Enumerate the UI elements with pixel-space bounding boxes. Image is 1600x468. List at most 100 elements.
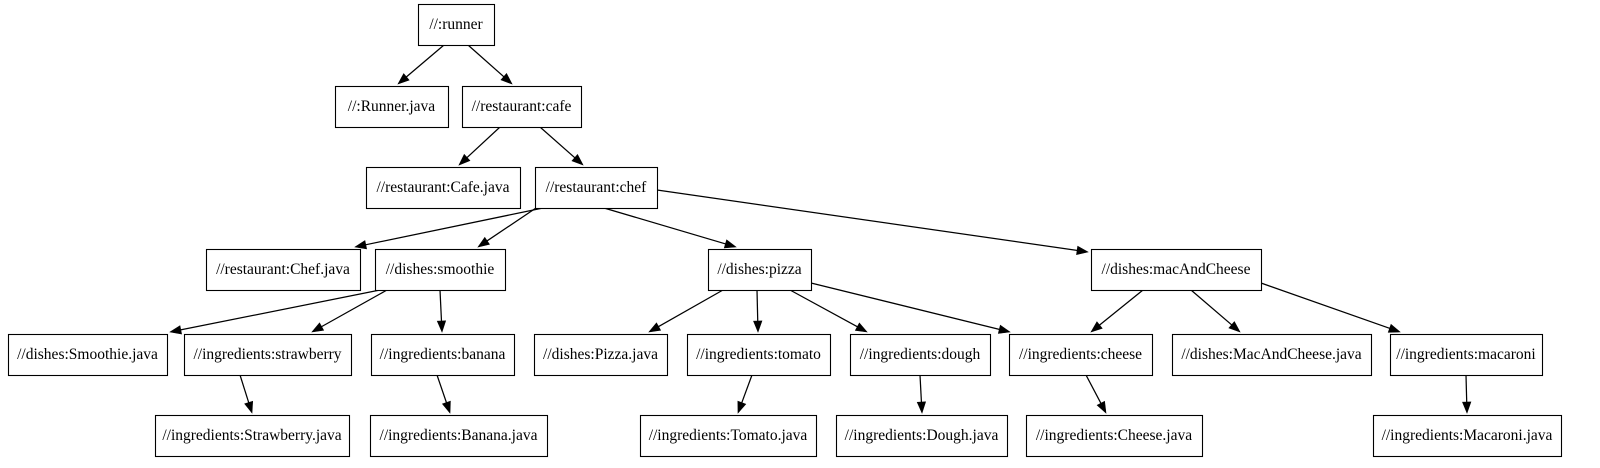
edge-arrowhead-icon [354,240,368,250]
node-label: //dishes:Pizza.java [543,346,658,363]
node-ing_tomato[interactable]: //ingredients:tomato [686,333,832,377]
node-runner_java[interactable]: //:Runner.java [334,85,450,129]
node-label: //dishes:MacAndCheese.java [1181,346,1361,363]
node-box[interactable] [369,414,549,458]
node-chef_java[interactable]: //restaurant:Chef.java [205,248,362,292]
node-box[interactable] [1171,333,1373,377]
node-tomato_java[interactable]: //ingredients:Tomato.java [639,414,818,458]
edge-dishes_macandcheese-to-ing_cheese [1090,289,1144,333]
edge-line [1085,374,1103,405]
node-macandcheese_java[interactable]: //dishes:MacAndCheese.java [1171,333,1373,377]
edge-arrowhead-icon [1076,245,1089,255]
node-box[interactable] [154,414,351,458]
node-dishes_pizza[interactable]: //dishes:pizza [707,248,813,292]
edge-ing_strawberry-to-strawberry_java [239,374,254,414]
node-strawberry_java[interactable]: //ingredients:Strawberry.java [154,414,351,458]
node-box[interactable] [1090,248,1263,292]
node-box[interactable] [205,248,362,292]
edge-arrowhead-icon [436,320,447,333]
node-box[interactable] [334,85,450,129]
node-label: //ingredients:Cheese.java [1036,427,1192,444]
edge-line [239,374,250,405]
node-box[interactable] [1008,333,1154,377]
edge-dishes_pizza-to-ing_tomato [753,289,763,333]
node-label: //restaurant:Cafe.java [377,179,510,196]
node-box[interactable] [849,333,992,377]
edge-dishes_pizza-to-ing_cheese [810,282,1011,334]
node-box[interactable] [461,85,583,129]
node-macaroni_java[interactable]: //ingredients:Macaroni.java [1372,414,1563,458]
node-box[interactable] [1389,333,1544,377]
node-box[interactable] [374,248,507,292]
edge-arrowhead-icon [854,322,868,333]
node-ing_macaroni[interactable]: //ingredients:macaroni [1389,333,1544,377]
node-box[interactable] [417,3,496,47]
node-label: //dishes:pizza [717,261,801,278]
edge-line [740,374,753,405]
edge-arrowhead-icon [916,401,927,414]
node-label: //ingredients:Banana.java [380,427,538,444]
edge-arrowhead-icon [244,400,254,414]
edge-ing_tomato-to-tomato_java [737,374,753,414]
node-box[interactable] [534,166,659,210]
node-label: //ingredients:banana [380,346,506,363]
edge-arrowhead-icon [648,322,662,333]
edge-dishes_smoothie-to-smoothie_java [169,289,381,335]
node-smoothie_java[interactable]: //dishes:Smoothie.java [7,333,169,377]
node-label: //ingredients:cheese [1019,346,1142,363]
node-box[interactable] [835,414,1009,458]
edge-line [439,289,443,323]
node-banana_java[interactable]: //ingredients:Banana.java [369,414,549,458]
node-restaurant_cafe[interactable]: //restaurant:cafe [461,85,583,129]
node-ing_cheese[interactable]: //ingredients:cheese [1008,333,1154,377]
edge-line [1097,289,1144,327]
node-label: //ingredients:Strawberry.java [162,427,341,444]
node-restaurant_chef[interactable]: //restaurant:chef [534,166,659,210]
node-dough_java[interactable]: //ingredients:Dough.java [835,414,1009,458]
edge-restaurant_cafe-to-restaurant_chef [539,126,584,166]
node-label: //ingredients:Macaroni.java [1382,427,1553,444]
edge-line [319,289,388,328]
node-box[interactable] [7,333,169,377]
node-box[interactable] [1372,414,1563,458]
edge-line [656,189,1079,252]
edge-runner-to-runner_java [397,44,445,85]
edge-arrowhead-icon [1090,321,1103,333]
node-box[interactable] [183,333,353,377]
edge-line [436,374,448,405]
node-cheese_java[interactable]: //ingredients:Cheese.java [1025,414,1204,458]
node-box[interactable] [707,248,813,292]
node-box[interactable] [533,333,669,377]
edge-arrowhead-icon [571,154,584,166]
node-dishes_macandcheese[interactable]: //dishes:macAndCheese [1090,248,1263,292]
edge-line [656,289,724,328]
node-label: //ingredients:tomato [696,346,821,363]
edge-arrowhead-icon [311,322,325,333]
edge-arrowhead-icon [1387,323,1401,333]
node-box[interactable] [639,414,818,458]
edge-line [603,207,728,245]
node-runner[interactable]: //:runner [417,3,496,47]
edge-ing_dough-to-dough_java [916,374,927,414]
node-pizza_java[interactable]: //dishes:Pizza.java [533,333,669,377]
node-label: //:Runner.java [348,98,436,115]
node-label: //ingredients:macaroni [1396,346,1536,363]
node-label: //ingredients:Dough.java [845,427,999,444]
edge-arrowhead-icon [458,153,471,166]
edge-arrowhead-icon [1462,401,1472,414]
node-cafe_java[interactable]: //restaurant:Cafe.java [365,166,522,210]
node-box[interactable] [370,333,516,377]
node-dishes_smoothie[interactable]: //dishes:smoothie [374,248,507,292]
node-box[interactable] [365,166,522,210]
node-ing_strawberry[interactable]: //ingredients:strawberry [183,333,353,377]
edge-restaurant_chef-to-dishes_pizza [603,207,737,249]
edge-ing_cheese-to-cheese_java [1085,374,1107,414]
node-ing_banana[interactable]: //ingredients:banana [370,333,516,377]
node-box[interactable] [686,333,832,377]
edge-arrowhead-icon [397,73,410,85]
edge-dishes_smoothie-to-ing_strawberry [311,289,388,333]
node-ing_dough[interactable]: //ingredients:dough [849,333,992,377]
node-box[interactable] [1025,414,1204,458]
edge-line [756,289,759,323]
